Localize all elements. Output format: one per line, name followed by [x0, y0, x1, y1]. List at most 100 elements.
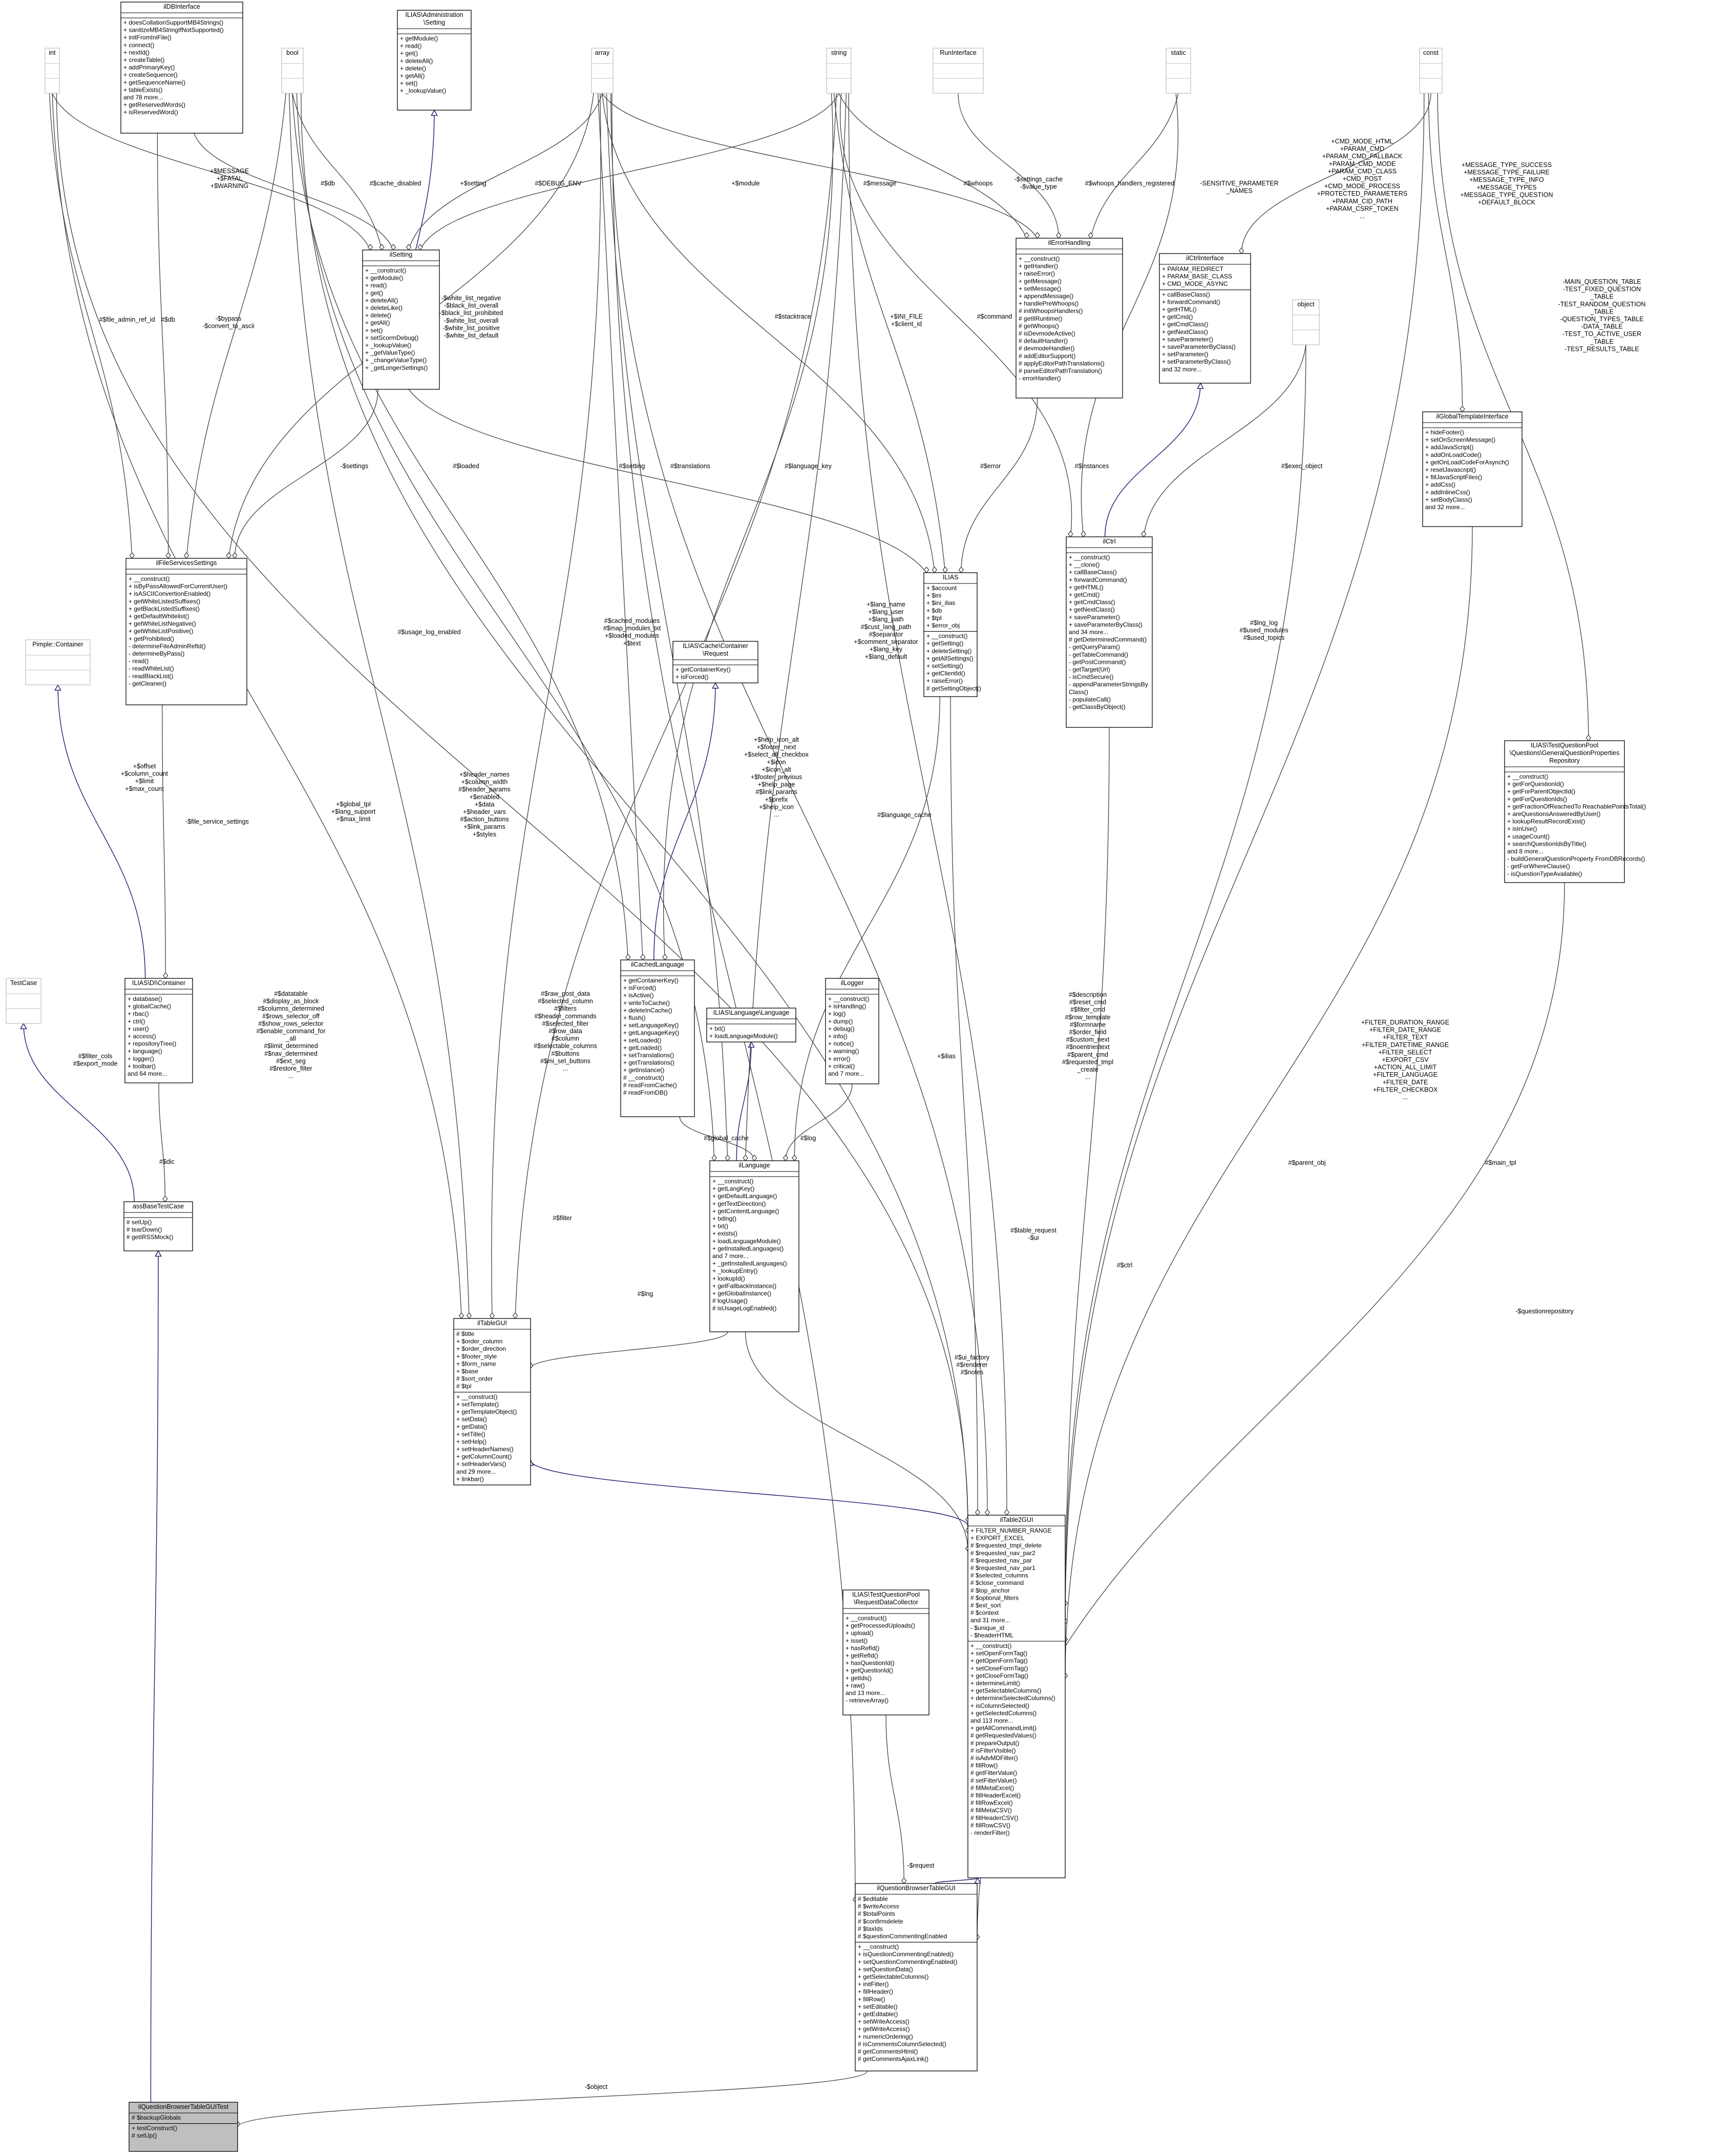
class-method: + ctrl()	[128, 1018, 145, 1025]
composition-diamond	[512, 1312, 518, 1320]
class-method: + isReservedWord()	[123, 109, 178, 116]
class-method: + isActive()	[623, 992, 654, 999]
class-box-string[interactable]: string	[826, 48, 852, 94]
class-name: ILIAS	[943, 574, 959, 581]
class-box-iltablegui[interactable]: ilTableGUI# $title+ $order_column+ $orde…	[453, 1318, 531, 1485]
association-edge-bool-fs	[186, 93, 287, 559]
association-edge-string-ilias	[833, 93, 946, 573]
composition-diamond	[1460, 405, 1465, 413]
class-method: + saveParameter()	[1162, 336, 1213, 343]
edge-label-l_cache_disabled: #$cache_disabled	[370, 180, 421, 187]
class-box-object[interactable]: object	[1292, 299, 1320, 345]
edge-label-line: +ACTION_ALL_LIMIT	[1374, 1064, 1437, 1071]
association-edge-const-t2	[1065, 93, 1425, 1624]
class-box-iltable2gui[interactable]: ilTable2GUI+ FILTER_NUMBER_RANGE+ EXPORT…	[967, 1515, 1066, 1878]
class-name: bool	[286, 49, 299, 56]
class-attribute: + $order_direction	[456, 1345, 506, 1352]
class-method: # getDeterminedCommand()	[1069, 636, 1147, 643]
class-box-int[interactable]: int	[45, 48, 60, 94]
class-method: + getHandler()	[1019, 263, 1058, 270]
edge-label-line: #$columns_determined	[258, 1005, 324, 1012]
edge-label-l_log: #$log	[800, 1135, 816, 1142]
class-box-iliasadminsetting[interactable]: ILIAS\Administration\Setting+ getModule(…	[397, 10, 472, 111]
class-box-frame	[397, 10, 472, 111]
class-box-illanguage[interactable]: ilLanguage+ __construct()+ getLangKey()+…	[709, 1160, 799, 1332]
edge-label-line: -$settings_cache	[1014, 176, 1063, 183]
class-box-ilfileservices[interactable]: ilFileServicesSettings+ __construct()+ i…	[125, 558, 247, 705]
class-method: # fillRowExcel()	[970, 1799, 1013, 1807]
class-box-ilsetting[interactable]: ilSetting+ __construct()+ getModule()+ r…	[362, 249, 440, 390]
class-box-asstestcase[interactable]: assBaseTestCase# setUp()# tearDown()# ge…	[123, 1201, 193, 1251]
composition-diamond	[751, 1154, 757, 1162]
class-method: # setFilterValue()	[970, 1777, 1017, 1784]
composition-diamond	[367, 243, 373, 251]
class-box-ilqbtgui[interactable]: ilQuestionBrowserTableGUI# $editable# $w…	[855, 1883, 978, 2071]
edge-label-line: #$filter_cmd	[1070, 1006, 1105, 1013]
inheritance-arrow	[712, 682, 719, 689]
association-edge-const-ctrlif	[1241, 93, 1431, 254]
edge-label-line: +$column_count	[121, 770, 168, 778]
class-box-bool[interactable]: bool	[281, 48, 304, 94]
class-method: + isASCIIConvertionEnabled()	[129, 590, 210, 597]
class-method: + getGlobalInstance()	[712, 1290, 771, 1297]
class-box-ilcachecontainer[interactable]: ILIAS\Cache\Container\Request+ getContai…	[672, 641, 758, 683]
edge-label-line: #$order_field	[1069, 1029, 1107, 1036]
class-box-ilias[interactable]: ILIAS+ $account+ $ini+ $ini_ilias+ $db+ …	[923, 572, 981, 697]
composition-diamond	[232, 552, 238, 559]
class-method: + saveParameterByClass()	[1069, 621, 1143, 628]
edge-label-l_loaded: #$loaded	[453, 463, 479, 470]
class-attribute: # $confirmdelete	[858, 1918, 903, 1925]
edge-label-line: #$used_modules	[1239, 627, 1288, 634]
class-method: - getCleaner()	[129, 680, 166, 687]
edge-label-line: -$black_list_overall	[444, 302, 498, 309]
class-method: - getTableCommand()	[1069, 651, 1128, 658]
class-method: + lookupResultRecordExist()	[1507, 818, 1585, 825]
class-box-testcase[interactable]: TestCase	[6, 978, 41, 1024]
class-box-datacollector[interactable]: ILIAS\TestQuestionPool\RequestDataCollec…	[842, 1589, 929, 1715]
class-box-questionrepo[interactable]: ILIAS\TestQuestionPool\Questions\General…	[1504, 740, 1646, 883]
edge-label-l_ctrl_consts: +CMD_MODE_HTML+PARAM_CMD+PARAM_CMD_FALLB…	[1317, 138, 1408, 220]
class-box-ilialanguage[interactable]: ILIAS\Language\Language+ txt()+ loadLang…	[706, 1008, 796, 1042]
class-box-ilcachedlanguage[interactable]: ilCachedLanguage+ getContainerKey()+ isF…	[620, 959, 695, 1117]
class-method: - determineFileAdminRefId()	[129, 642, 206, 650]
edge-label-line: #$selectable_columns	[534, 1042, 597, 1050]
class-box-static[interactable]: static	[1166, 48, 1191, 94]
class-method: # setUp()	[132, 2132, 157, 2139]
class-box-ildbinterface[interactable]: ilDBInterface+ doesCollationSupportMB4St…	[120, 2, 243, 134]
class-box-ilctrl[interactable]: ilCtrl+ __construct()+ __clone()+ callBa…	[1066, 536, 1153, 728]
edge-label-l_msg_types: +MESSAGE_TYPE_SUCCESS+MESSAGE_TYPE_FAILU…	[1461, 161, 1553, 206]
class-box-array[interactable]: array	[591, 48, 614, 94]
class-name: ilErrorHandling	[1048, 239, 1091, 246]
class-box-illogger[interactable]: ilLogger+ __construct()+ isHandling()+ l…	[825, 978, 879, 1084]
class-method: # initWhoopsHandlers()	[1019, 307, 1083, 315]
edge-label-line: +MESSAGE_TYPE_QUESTION	[1461, 191, 1553, 198]
edge-label-line: ...	[288, 1073, 293, 1080]
class-method: + isForced()	[675, 674, 708, 681]
class-attribute: - $unique_id	[970, 1624, 1004, 1631]
class-box-diccontainer[interactable]: ILIAS\DI\Container+ database()+ globalCa…	[124, 978, 193, 1083]
composition-diamond	[725, 1154, 731, 1162]
class-box-pimple[interactable]: Pimple::Container	[25, 639, 91, 685]
class-method: + _getInstalledLanguages()	[712, 1260, 787, 1267]
class-method: # isCommentsColumnSelected()	[858, 2040, 946, 2047]
class-box-testclass[interactable]: ilQuestionBrowserTableGUITest# $backupGl…	[129, 2102, 238, 2152]
class-name: ilFileServicesSettings	[156, 559, 217, 567]
class-method: + getCmdClass()	[1162, 321, 1208, 328]
class-box-ilerrorhandling[interactable]: ilErrorHandling+ __construct()+ getHandl…	[1016, 238, 1123, 399]
class-box-ilglobaltemplate[interactable]: ilGlobalTemplateInterface+ hideFooter()+…	[1422, 411, 1523, 527]
edge-label-l_exec_object: #$exec_object	[1281, 463, 1323, 470]
edge-label-line: #$global_cache	[704, 1135, 749, 1142]
class-box-const[interactable]: const	[1419, 48, 1443, 94]
class-name: TestCase	[10, 979, 37, 987]
class-attribute: # $requested_nav_par2	[970, 1550, 1035, 1557]
edge-label-line: -$ui	[1028, 1234, 1039, 1242]
class-box-frame	[123, 1201, 193, 1251]
class-method: - determineByPass()	[129, 650, 184, 657]
class-method: + initFilter()	[858, 1981, 889, 1988]
edge-label-line: #$message	[863, 180, 897, 187]
class-box-runinterface[interactable]: RunInterface	[933, 48, 984, 94]
edge-label-line: #$map_modules_txt	[603, 625, 661, 632]
edge-label-line: +$lang_user	[868, 609, 903, 616]
class-method: # fillHeaderExcel()	[970, 1792, 1021, 1799]
class-box-ilctrlinterface[interactable]: ilCtrlInterface+ PARAM_REDIRECT+ PARAM_B…	[1159, 253, 1251, 384]
